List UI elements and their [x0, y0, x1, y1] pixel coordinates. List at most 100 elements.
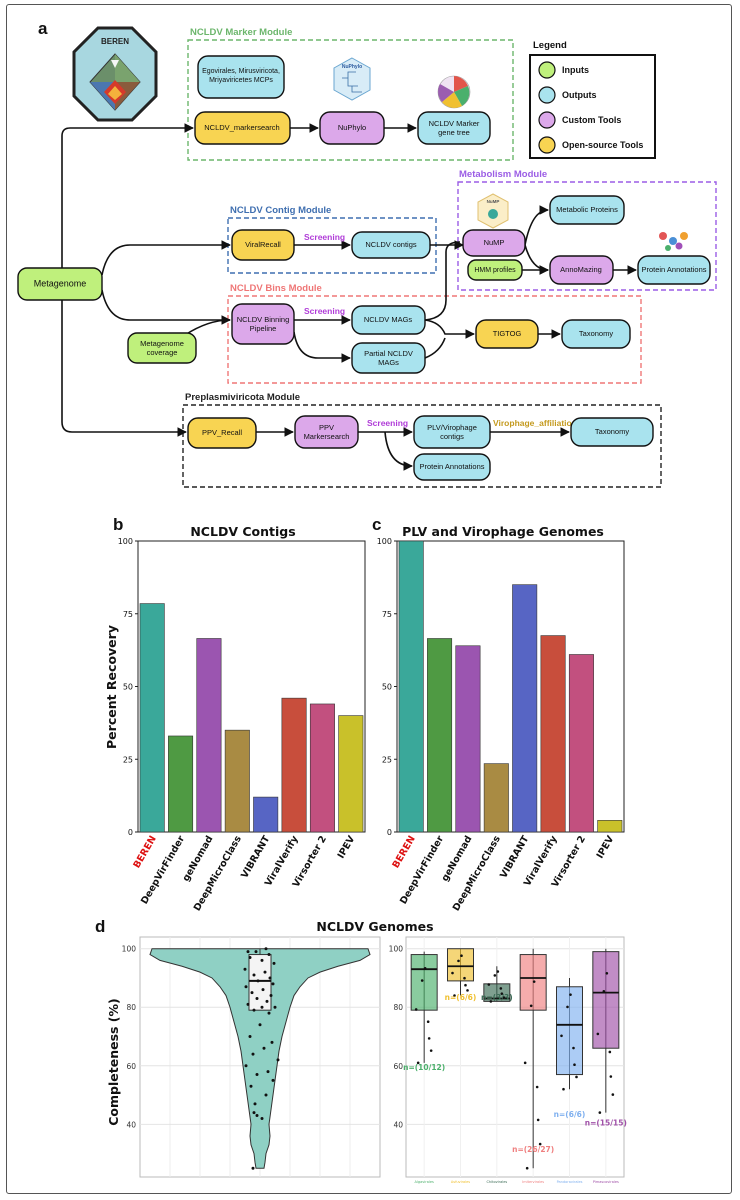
chart-c-title: PLV and Virophage Genomes [402, 524, 604, 539]
node-plv-contigs-label: PLV/Virophage contigs [427, 423, 477, 441]
violin-point [260, 1116, 264, 1120]
violin-shape [149, 948, 371, 1169]
boxplot-point [487, 983, 491, 986]
boxplot-category-label: Pimascovirales [593, 1180, 619, 1184]
violin-ytick-label: 60 [126, 1062, 136, 1071]
violin-point [253, 1102, 257, 1106]
chart-b: 0255075100BERENDeepVirFindergeNomadDeepM… [118, 537, 366, 913]
node-annomazing [549, 255, 614, 285]
legend-label-inputs: Inputs [562, 65, 589, 75]
boxplot-point [423, 967, 427, 970]
node-protein-annotations-ppv [413, 453, 491, 481]
node-mcps-label: Egovirales, Mirusviricota, Mriyaviricete… [202, 68, 280, 84]
chart-b-xtick-label: IPEV [336, 833, 358, 860]
boxplot-category-label: Imitervirales [522, 1180, 544, 1184]
boxplot-point [463, 976, 466, 980]
boxplot-point [453, 994, 456, 997]
violin-point [251, 1052, 255, 1056]
node-taxonomy-ppv [570, 417, 654, 447]
violin-point [272, 961, 276, 965]
node-ppv-recall [187, 417, 257, 449]
chart-b-ytick-label: 50 [123, 683, 133, 692]
node-viralrecall-label: ViralRecall [245, 240, 281, 249]
chart-b-bar [281, 697, 307, 833]
node-metabolic-proteins-label: Metabolic Proteins [556, 205, 618, 214]
boxplot-point [500, 992, 504, 995]
boxplot-point [426, 1020, 430, 1024]
protein-annotations-icon [659, 232, 688, 251]
chart-b-ytick-label: 25 [123, 755, 133, 764]
boxplot-category-label: Asfuvirales [451, 1180, 470, 1184]
node-nump [462, 229, 526, 257]
boxplot-n-label: n=(6/6) [445, 993, 477, 1002]
legend-label-open-source-tools: Open-source Tools [562, 140, 643, 150]
node-protein-annotations-label: Protein Annotations [641, 265, 706, 274]
boxplot-point [464, 983, 467, 987]
chart-b-bar [196, 638, 222, 833]
boxplot-plot-area [405, 936, 625, 1178]
edge-label-screening-contig: Screening [304, 232, 345, 242]
node-ncldv-mags [351, 305, 426, 335]
node-metagenome-coverage [127, 332, 197, 364]
figure-frame [6, 4, 732, 1194]
logo-text: BEREN [101, 37, 129, 46]
node-taxonomy-bins-label: Taxonomy [579, 329, 613, 338]
node-metabolic-proteins [549, 195, 625, 225]
boxplot-n-label: n=(10/12) [403, 1063, 445, 1072]
violin-point [244, 1064, 248, 1068]
node-ncldv-mags-label: NCLDV MAGs [364, 315, 413, 324]
workflow-edges [61, 123, 637, 471]
boxplot-box [556, 986, 583, 1076]
boxplot-point [575, 1075, 578, 1079]
boxplot-box [592, 951, 620, 1049]
boxplot-point [502, 996, 506, 999]
legend-swatch-custom-tools [538, 111, 556, 129]
violin-ytick-label: 80 [126, 1003, 136, 1012]
boxplot-point [569, 993, 572, 996]
violin-point [248, 955, 252, 959]
violin-point [265, 999, 269, 1003]
chart-c-ytick-label: 100 [377, 537, 392, 546]
violin-point [262, 1046, 266, 1050]
violin-point [255, 1114, 259, 1118]
node-ncldv-markersearch-label: NCLDV_markersearch [204, 123, 279, 132]
violin-point [250, 991, 254, 995]
chart-c-bar [427, 638, 453, 833]
bins-module-title: NCLDV Bins Module [230, 283, 322, 294]
legend-swatch-inputs [538, 61, 556, 79]
boxplot-ytick-label: 60 [393, 1062, 403, 1071]
boxplot-point [605, 971, 609, 975]
violin-point [256, 979, 260, 983]
node-nuphylo-label: NuPhylo [338, 123, 366, 132]
boxplot-point [596, 1032, 600, 1036]
violin-point [264, 947, 268, 951]
contig-module-title: NCLDV Contig Module [230, 205, 331, 216]
violin-point [271, 982, 275, 986]
chart-b-bar [253, 796, 279, 833]
violin-point [251, 1166, 255, 1170]
violin-point [249, 1084, 253, 1088]
edge-label-screening-ppv: Screening [367, 418, 408, 428]
boxplot-point [535, 1085, 539, 1089]
violin-point [255, 1073, 259, 1077]
nump-icon-label: NuMP [487, 199, 500, 204]
chart-b-bar [139, 603, 165, 833]
node-ncldv-markersearch [194, 111, 291, 145]
chart-d-ylabel: Completeness (%) [106, 998, 121, 1126]
node-metagenome-coverage-label: Metagenome coverage [140, 339, 184, 357]
node-nuphylo [319, 111, 385, 145]
boxplot-point [566, 1005, 569, 1009]
tree-circle-icon [437, 75, 471, 109]
chart-b-bar [309, 703, 335, 833]
boxplot-point [427, 1037, 431, 1040]
chart-c-bar [455, 645, 481, 833]
violin-point [269, 994, 273, 998]
node-hmm-profiles-label: HMM profiles [474, 267, 516, 274]
violin-point [254, 950, 258, 954]
metabolism-module-box [457, 181, 717, 291]
panel-label-c: c [372, 515, 381, 534]
chart-c: 0255075100BERENDeepVirFindergeNomadDeepM… [377, 537, 625, 913]
edge-label-virophage-affiliation: Virophage_affiliation [493, 418, 577, 428]
boxplot-point [489, 1000, 493, 1003]
boxplot-category-label: Chitovirales [486, 1180, 507, 1184]
